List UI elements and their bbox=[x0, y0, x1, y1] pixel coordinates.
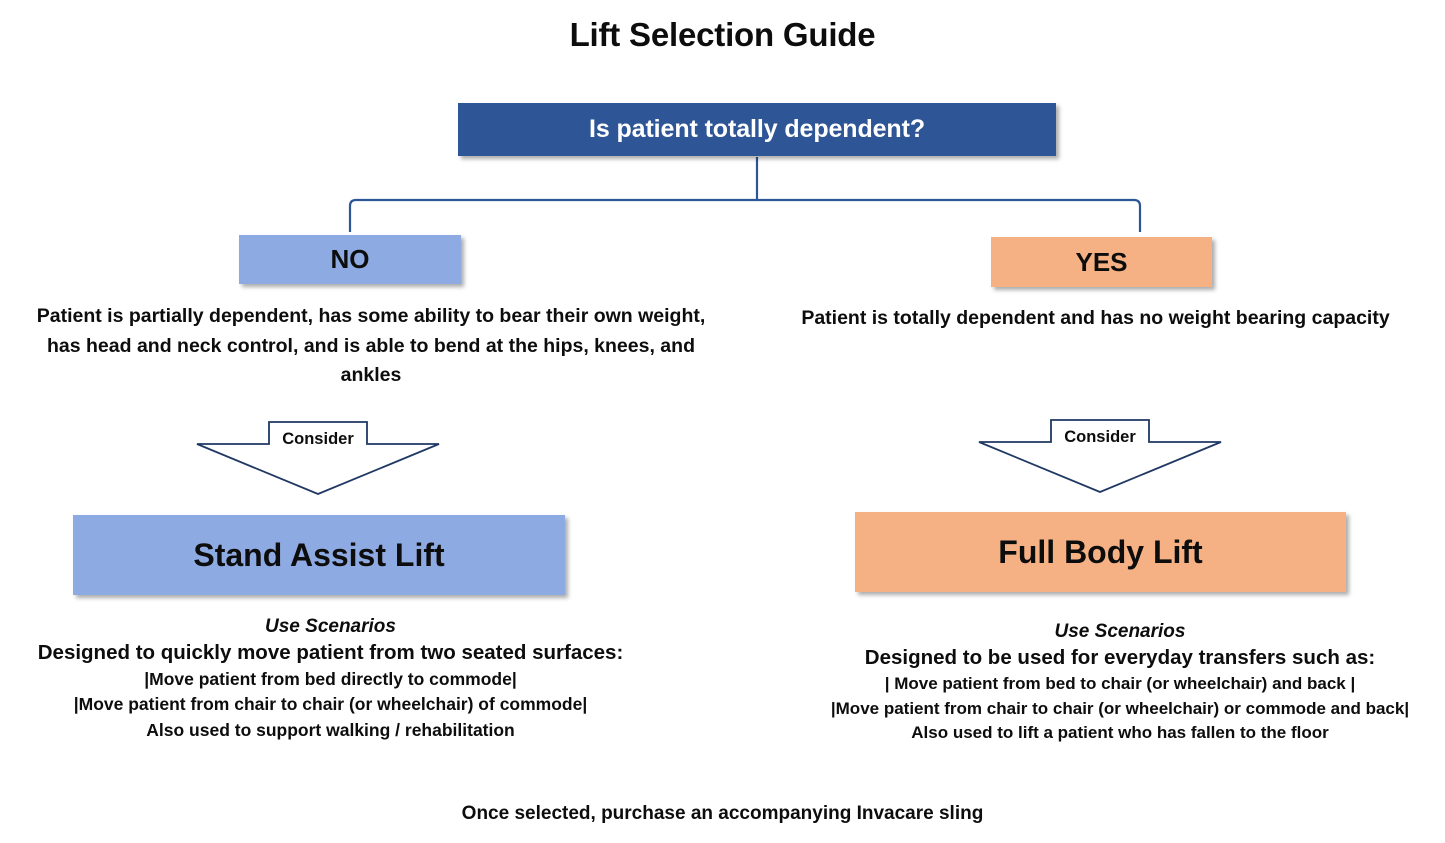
product-name-right: Full Body Lift bbox=[998, 533, 1203, 570]
scenario-item: |Move patient from chair to chair (or wh… bbox=[830, 698, 1410, 718]
decision-box[interactable]: Is patient totally dependent? bbox=[458, 103, 1056, 156]
branch-label-no[interactable]: NO bbox=[239, 235, 461, 284]
branch-label-yes[interactable]: YES bbox=[991, 237, 1212, 287]
down-arrow-icon bbox=[978, 419, 1222, 493]
no-description: Patient is partially dependent, has some… bbox=[36, 305, 706, 387]
scenario-item: | Move patient from bed to chair (or whe… bbox=[884, 674, 1356, 693]
consider-label-left: Consider bbox=[282, 430, 354, 448]
down-arrow-icon bbox=[196, 421, 440, 495]
scenarios-heading-left: Use Scenarios bbox=[265, 616, 396, 637]
yes-label: YES bbox=[1075, 246, 1128, 277]
scenario-item: Also used to support walking / rehabilit… bbox=[146, 719, 515, 740]
page-title: Lift Selection Guide bbox=[569, 16, 876, 53]
scenario-item: Also used to lift a patient who has fall… bbox=[911, 723, 1329, 743]
product-name-left: Stand Assist Lift bbox=[193, 536, 445, 573]
consider-arrow-right: Consider bbox=[977, 418, 1223, 494]
scenario-item: |Move patient from chair to chair (or wh… bbox=[73, 694, 588, 715]
scenario-item: |Move patient from bed directly to commo… bbox=[144, 669, 517, 689]
consider-label-right: Consider bbox=[1064, 428, 1136, 446]
use-scenarios-left: Use Scenarios Designed to quickly move p… bbox=[8, 616, 653, 743]
footer-note: Once selected, purchase an accompanying … bbox=[461, 803, 984, 824]
scenarios-subheading-right: Designed to be used for everyday transfe… bbox=[864, 646, 1376, 669]
scenarios-subheading-left: Designed to quickly move patient from tw… bbox=[37, 641, 624, 664]
product-box-stand-assist-lift[interactable]: Stand Assist Lift bbox=[73, 515, 565, 595]
product-box-full-body-lift[interactable]: Full Body Lift bbox=[855, 512, 1346, 592]
yes-description: Patient is totally dependent and has no … bbox=[801, 307, 1390, 329]
decision-question: Is patient totally dependent? bbox=[588, 115, 926, 143]
scenarios-heading-right: Use Scenarios bbox=[1054, 621, 1186, 642]
use-scenarios-right: Use Scenarios Designed to be used for ev… bbox=[790, 621, 1445, 746]
consider-arrow-left: Consider bbox=[195, 420, 441, 496]
no-label: NO bbox=[330, 244, 370, 274]
